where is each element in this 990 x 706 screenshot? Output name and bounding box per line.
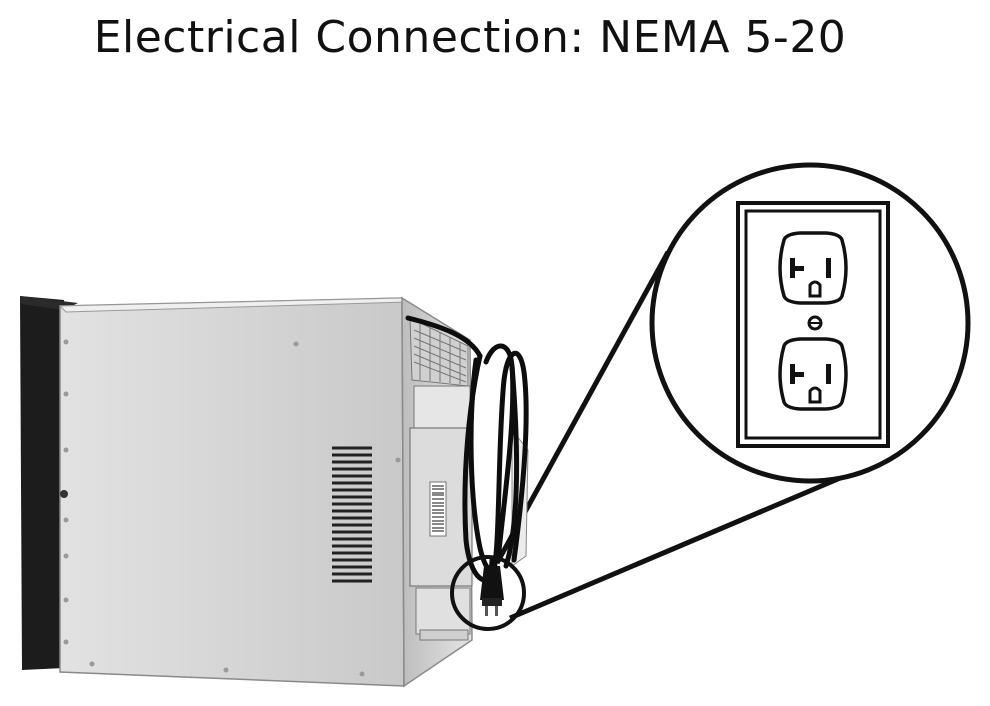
plug-highlight-circle: [450, 555, 526, 631]
center-screw-icon: [807, 315, 823, 331]
power-cord: [405, 315, 529, 583]
back-grille: [409, 317, 469, 387]
front-bezel: [20, 296, 64, 670]
plug-icon: [480, 566, 504, 616]
screws: [63, 339, 401, 677]
side-vent: [332, 446, 372, 583]
microwave-appliance: [20, 296, 529, 688]
receptacle-top: [778, 231, 848, 305]
page-title: Electrical Connection: NEMA 5-20: [93, 12, 847, 63]
outlet-callout: [649, 162, 971, 484]
receptacle-bottom: [778, 337, 848, 411]
side-panel: [59, 297, 405, 687]
